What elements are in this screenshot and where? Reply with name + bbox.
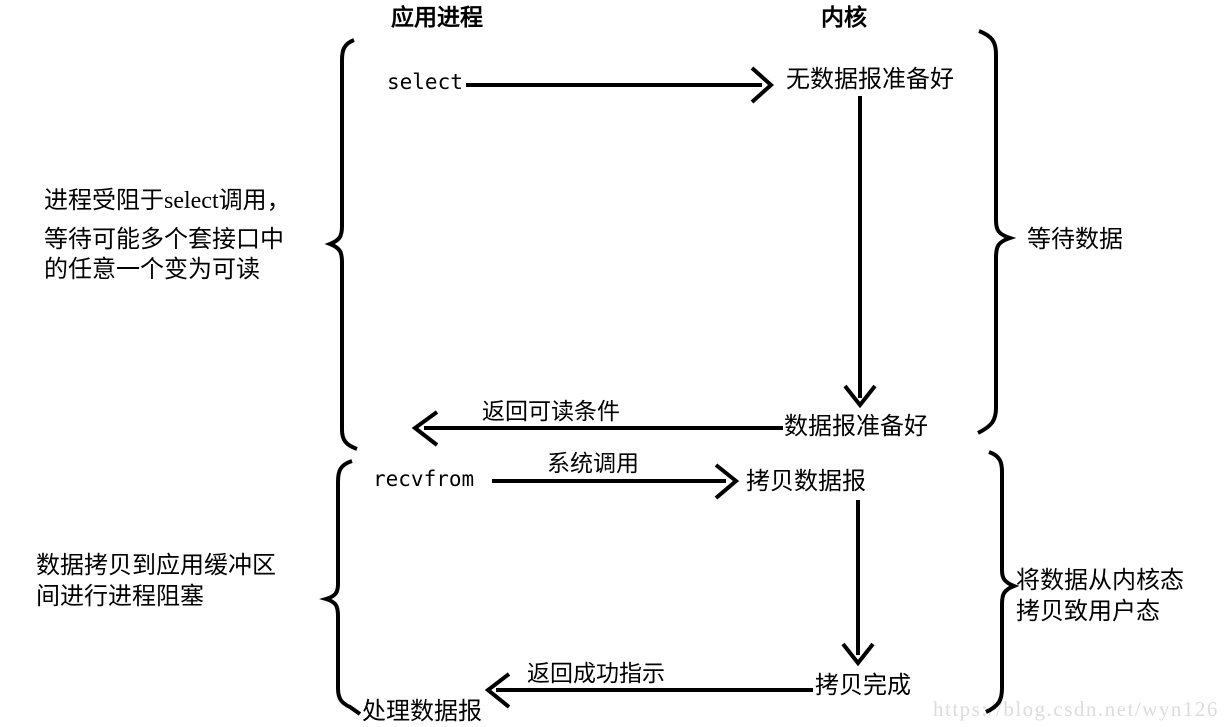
node-copy-datagram: 拷贝数据报 [746,469,866,495]
annotation-line: 数据拷贝到应用缓冲区 [36,553,276,579]
arrow-wait-for-data [843,96,877,409]
column-header-app-process: 应用进程 [391,5,483,30]
node-recvfrom-call: recvfrom [373,467,475,491]
annotation-line: 将数据从内核态 [1016,568,1184,594]
annotation-line: 等待可能多个套接口中 [44,227,284,253]
arrow-select-to-kernel [466,66,774,104]
arrow-return-readable [411,410,783,447]
node-datagram-ready: 数据报准备好 [784,414,928,440]
column-header-kernel: 内核 [821,5,867,30]
annotation-copy-kernel-to-user: 将数据从内核态 拷贝致用户态 [1016,566,1184,628]
label-return-readable-condition: 返回可读条件 [482,399,620,424]
arrow-return-success [484,672,813,709]
label-system-call: 系统调用 [547,451,639,476]
brace-left-bottom [319,459,362,716]
brace-left-top [324,38,358,451]
label-return-success-indication: 返回成功指示 [527,661,665,686]
annotation-blocked-in-select: 进程受阻于select调用， 等待可能多个套接口中 的任意一个变为可读 [44,186,291,285]
node-no-datagram-ready: 无数据报准备好 [786,67,954,93]
node-process-datagram: 处理数据报 [362,699,482,725]
annotation-wait-for-data: 等待数据 [1027,227,1123,253]
arrow-copy-data [841,500,875,667]
annotation-line: 间进行进程阻塞 [36,584,204,610]
arrow-system-call [492,463,740,500]
brace-right-top [977,29,1017,435]
brace-right-bottom [985,450,1020,714]
annotation-line: 拷贝致用户态 [1016,599,1160,625]
node-copy-complete: 拷贝完成 [815,673,911,699]
annotation-line: 的任意一个变为可读 [44,257,260,283]
annotation-blocked-during-copy: 数据拷贝到应用缓冲区 间进行进程阻塞 [36,551,276,613]
watermark-text: https://blog.csdn.net/wyn126 [933,697,1219,721]
node-select-call: select [387,70,463,94]
annotation-line: 进程受阻于select调用， [44,188,291,214]
